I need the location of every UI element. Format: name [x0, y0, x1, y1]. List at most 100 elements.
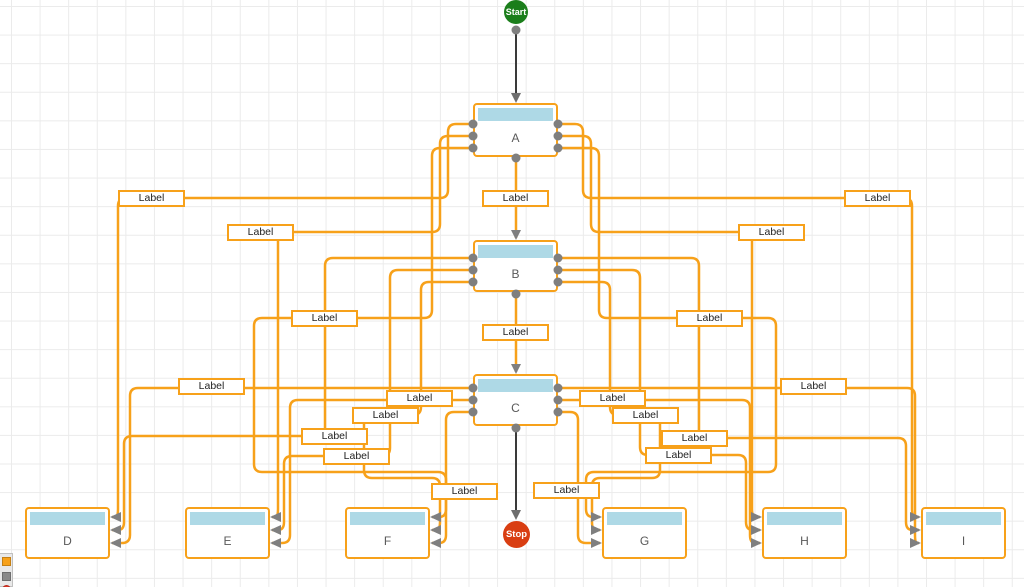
connection-point[interactable]: [511, 289, 521, 299]
connection-point[interactable]: [468, 407, 478, 417]
edge-label[interactable]: Label: [386, 390, 453, 407]
gray-rectangle-swatch[interactable]: [2, 572, 11, 581]
connection-point[interactable]: [468, 119, 478, 129]
arrowhead-into-c: [511, 364, 521, 374]
node-a[interactable]: A: [473, 103, 558, 157]
connection-point[interactable]: [511, 423, 521, 433]
node-h[interactable]: H: [762, 507, 847, 559]
edge-label[interactable]: Label: [676, 310, 743, 327]
connection-point[interactable]: [511, 25, 521, 35]
connection-point[interactable]: [511, 153, 521, 163]
edge-label[interactable]: Label: [178, 378, 245, 395]
node-f[interactable]: F: [345, 507, 430, 559]
connection-point[interactable]: [553, 143, 563, 153]
node-header: [767, 512, 842, 525]
connection-point[interactable]: [553, 407, 563, 417]
arrowhead-into-f: [430, 512, 441, 522]
node-d[interactable]: D: [25, 507, 110, 559]
edge-a-d[interactable]: [112, 122, 473, 519]
connection-point[interactable]: [553, 277, 563, 287]
connection-point[interactable]: [468, 253, 478, 263]
edge-c-g[interactable]: [558, 410, 600, 545]
arrowhead-into-g: [591, 512, 602, 522]
stop-node-label: Stop: [505, 529, 528, 540]
node-c[interactable]: C: [473, 374, 558, 426]
connection-point[interactable]: [468, 383, 478, 393]
arrowhead-into-i: [910, 512, 921, 522]
arrowhead-into-g: [591, 525, 602, 535]
edge-label[interactable]: Label: [352, 407, 419, 424]
edge-label[interactable]: Label: [482, 190, 549, 207]
arrowhead-into-f: [430, 538, 441, 548]
node-header: [926, 512, 1001, 525]
node-label: I: [961, 534, 966, 548]
edge-label[interactable]: Label: [645, 447, 712, 464]
edge-label[interactable]: Label: [431, 483, 498, 500]
node-label: E: [223, 534, 232, 548]
node-header: [190, 512, 265, 525]
edge-a-g[interactable]: [558, 146, 778, 519]
node-header: [478, 379, 553, 392]
node-g[interactable]: G: [602, 507, 687, 559]
node-header: [607, 512, 682, 525]
connection-point[interactable]: [468, 131, 478, 141]
connection-point[interactable]: [553, 131, 563, 141]
edge-c-e[interactable]: [272, 398, 473, 545]
node-label: A: [511, 131, 520, 145]
edge-b-d[interactable]: [112, 256, 473, 532]
arrowhead-into-d: [110, 525, 121, 535]
edge-label[interactable]: Label: [579, 390, 646, 407]
node-b[interactable]: B: [473, 240, 558, 292]
edge-label[interactable]: Label: [323, 448, 390, 465]
node-header: [478, 245, 553, 258]
connection-point[interactable]: [468, 265, 478, 275]
arrowhead-into-b: [511, 230, 521, 240]
start-node-label: Start: [505, 7, 527, 17]
node-label: C: [511, 401, 520, 415]
orange-rectangle-swatch[interactable]: [2, 557, 11, 566]
edge-label[interactable]: Label: [533, 482, 600, 499]
node-label: H: [800, 534, 809, 548]
connection-point[interactable]: [468, 395, 478, 405]
stop-node[interactable]: Stop: [503, 521, 530, 548]
edge-label[interactable]: Label: [227, 224, 294, 241]
node-e[interactable]: E: [185, 507, 270, 559]
edge-label[interactable]: Label: [661, 430, 728, 447]
dark-arrowheads: [511, 93, 521, 520]
arrowhead-into-f: [430, 525, 441, 535]
connection-point[interactable]: [468, 143, 478, 153]
edge-label[interactable]: Label: [844, 190, 911, 207]
edge-label[interactable]: Label: [301, 428, 368, 445]
edge-label[interactable]: Label: [482, 324, 549, 341]
shape-palette: [0, 553, 13, 587]
connection-point[interactable]: [553, 383, 563, 393]
edge-label[interactable]: Label: [738, 224, 805, 241]
connection-point[interactable]: [553, 119, 563, 129]
node-label: F: [383, 534, 392, 548]
start-node[interactable]: Start: [504, 0, 528, 24]
node-i[interactable]: I: [921, 507, 1006, 559]
gray-arrowheads: [110, 230, 921, 548]
connection-point[interactable]: [468, 277, 478, 287]
edge-label[interactable]: Label: [780, 378, 847, 395]
arrowhead-into-d: [110, 512, 121, 522]
node-header: [30, 512, 105, 525]
edge-c-f[interactable]: [432, 410, 473, 545]
connection-point[interactable]: [553, 253, 563, 263]
edge-c-d[interactable]: [112, 386, 473, 545]
arrowhead-into-h: [751, 538, 762, 548]
node-header: [478, 108, 553, 121]
connection-point[interactable]: [553, 395, 563, 405]
edge-b-i[interactable]: [558, 256, 919, 532]
node-label: B: [511, 267, 520, 281]
edge-label[interactable]: Label: [612, 407, 679, 424]
arrowhead-into-h: [751, 512, 762, 522]
connection-point[interactable]: [553, 265, 563, 275]
arrowhead-into-g: [591, 538, 602, 548]
edge-a-e[interactable]: [272, 134, 473, 519]
edge-label[interactable]: Label: [118, 190, 185, 207]
arrowhead-into-d: [110, 538, 121, 548]
edge-label[interactable]: Label: [291, 310, 358, 327]
